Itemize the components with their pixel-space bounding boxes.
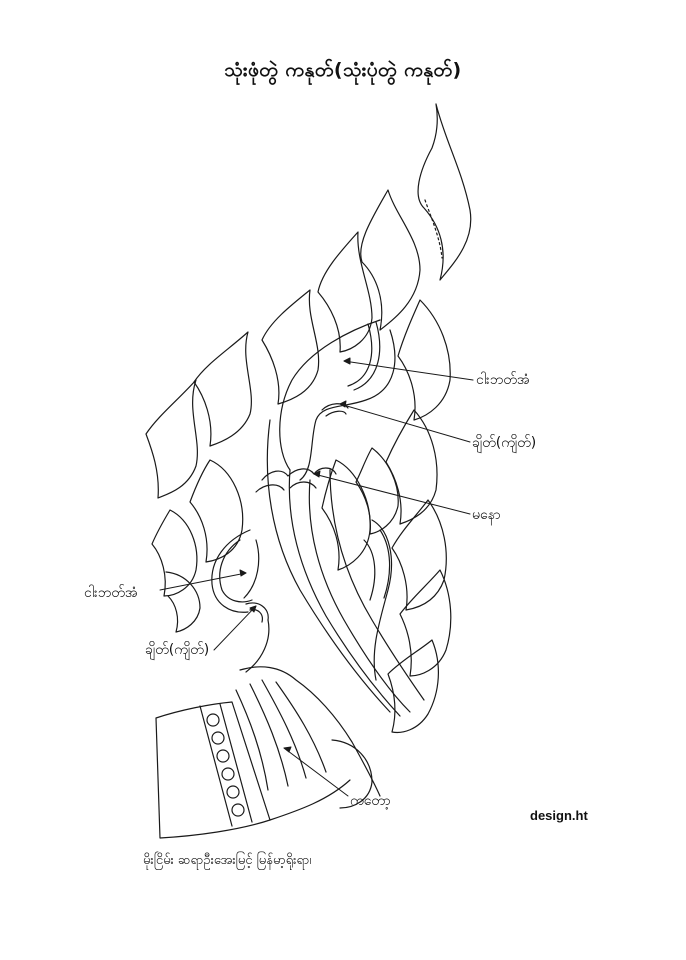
right-leaf bbox=[397, 299, 451, 421]
flame-leaf bbox=[317, 231, 373, 353]
left-leaf bbox=[151, 509, 198, 597]
flame-leaf bbox=[145, 379, 198, 499]
label-chyat-upper: ချိတ်(ကျိတ်) bbox=[472, 435, 537, 451]
right-leaf bbox=[387, 639, 439, 734]
right-leaf bbox=[385, 409, 438, 525]
label-mano: မနော bbox=[472, 507, 501, 523]
kataw-leaf bbox=[269, 779, 351, 821]
body-line bbox=[329, 469, 425, 701]
body-line bbox=[308, 479, 411, 713]
inner-curl bbox=[363, 539, 376, 601]
inner-leaf bbox=[355, 447, 399, 535]
credit-line: မိုးငြိမ်း ဆရာဦးအေးမြင့် မြန်မာ့ရိုးရာ၊ bbox=[143, 853, 312, 868]
kataw-petal bbox=[235, 679, 327, 791]
inner-curl bbox=[371, 519, 393, 681]
kataw-leaf bbox=[331, 739, 373, 809]
inner-curl bbox=[379, 529, 391, 599]
upper-curl-outer bbox=[279, 319, 381, 471]
right-leaf bbox=[399, 569, 452, 677]
kataw-beads bbox=[206, 713, 245, 817]
body-line bbox=[266, 419, 391, 713]
lower-curl-band bbox=[243, 539, 260, 599]
page-title: သုံးဖုံတွဲ ကနုတ်(သုံးပုံတွဲ ကနုတ်) bbox=[224, 59, 462, 81]
label-ngathat-upper: ငါးဘတ်အံ bbox=[476, 372, 530, 388]
kataw-band bbox=[219, 703, 253, 823]
upper-curl-inner bbox=[299, 329, 396, 481]
kataw-petal bbox=[239, 666, 381, 797]
mano-segment bbox=[255, 481, 317, 493]
upper-curl-band bbox=[353, 321, 381, 391]
lower-curl-outer bbox=[211, 529, 251, 613]
upper-curl-band bbox=[347, 323, 373, 387]
leader-lines bbox=[159, 357, 474, 797]
left-leaf bbox=[189, 459, 244, 563]
flame-leaf bbox=[360, 189, 421, 331]
flame-tip bbox=[417, 103, 472, 281]
body-line bbox=[288, 469, 401, 717]
inner-leaf bbox=[321, 459, 371, 571]
brand-watermark: design.ht bbox=[530, 808, 588, 823]
label-ngathat-lower: ငါးဘတ်အံ bbox=[84, 585, 138, 601]
lower-curl-stem bbox=[245, 619, 270, 673]
mano-segment bbox=[261, 467, 337, 481]
label-kataw: ကတော့ bbox=[350, 793, 391, 809]
label-chyat-lower: ချိတ်(ကျိတ်) bbox=[145, 642, 210, 658]
flame-leaf bbox=[193, 331, 252, 447]
right-leaf bbox=[391, 499, 447, 611]
lower-curl-inner bbox=[219, 539, 253, 603]
flame-tip-dotted-vein bbox=[424, 199, 443, 259]
kataw-band bbox=[199, 705, 233, 827]
kataw-outline bbox=[155, 701, 271, 839]
left-leaf bbox=[165, 571, 201, 633]
flame-leaf bbox=[261, 289, 320, 405]
chyat-upper-hook bbox=[321, 403, 349, 417]
